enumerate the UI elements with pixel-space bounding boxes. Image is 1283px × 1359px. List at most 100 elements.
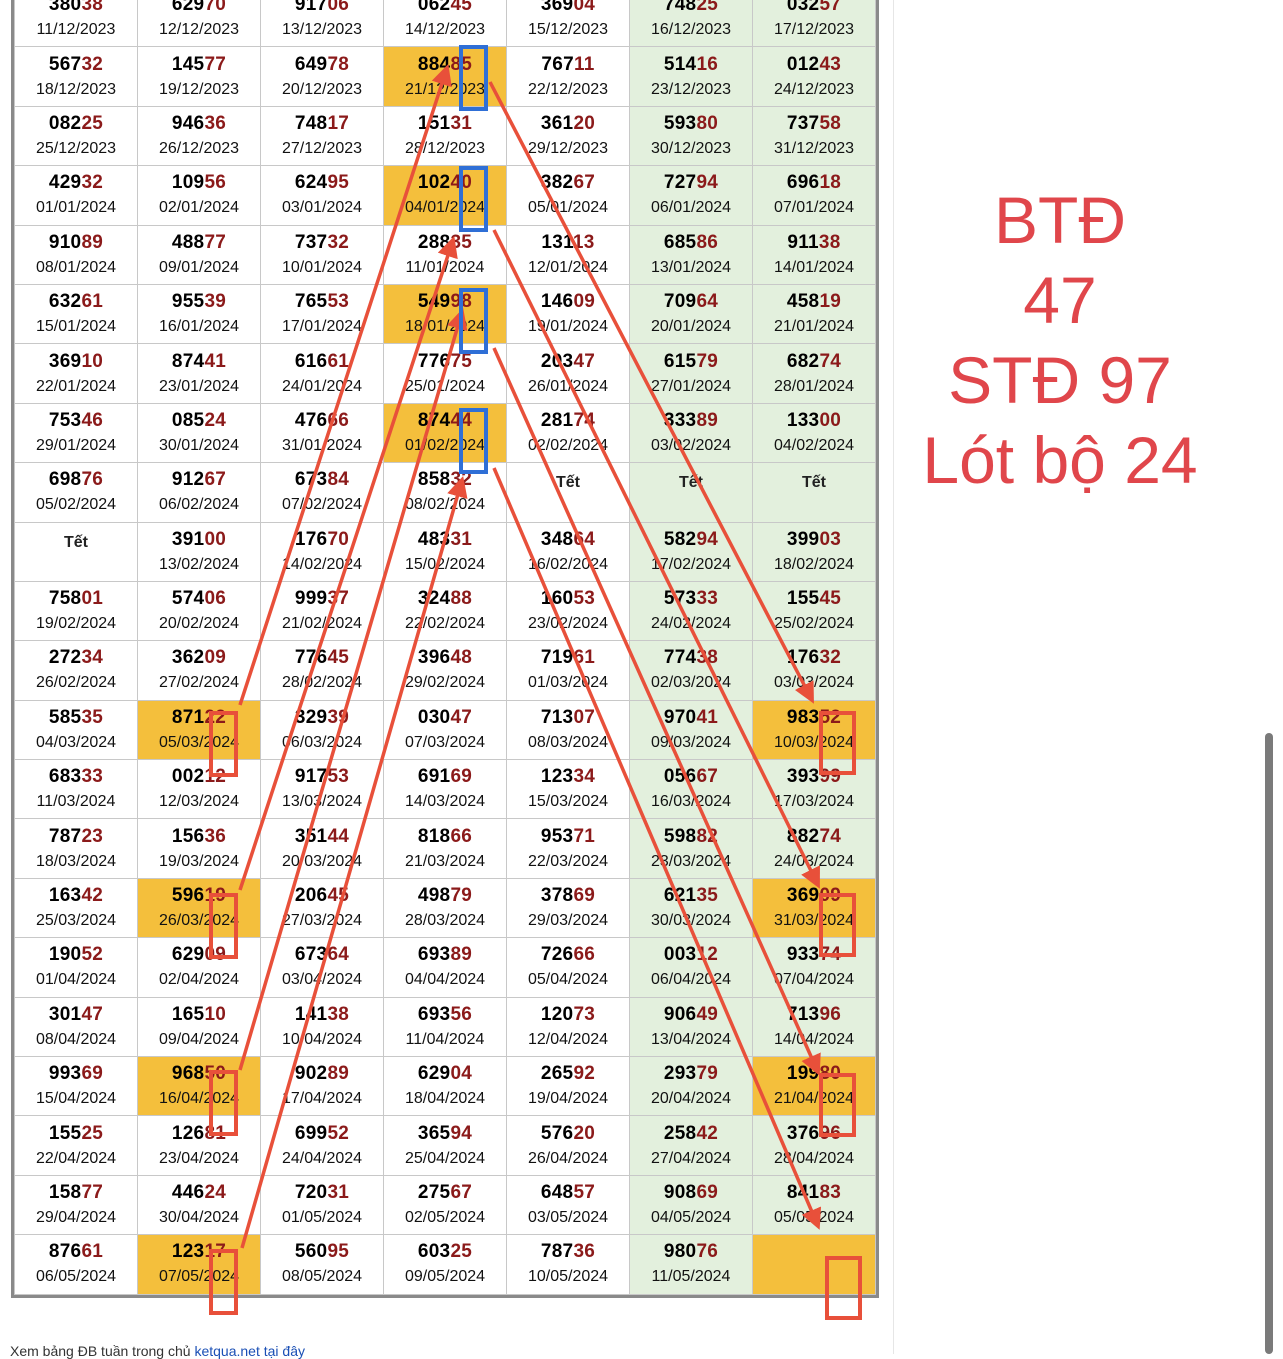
prize-head-digits: 002 bbox=[171, 766, 205, 788]
annotation-line-4: Lót bộ 24 bbox=[922, 423, 1198, 497]
prize-head-digits: 151 bbox=[417, 112, 451, 134]
prize-number: 60325 bbox=[384, 1241, 506, 1263]
prize-head-digits: 498 bbox=[417, 885, 451, 907]
prize-head-digits: 693 bbox=[417, 944, 451, 966]
prize-head-digits: 911 bbox=[787, 231, 819, 253]
prize-head-digits: 102 bbox=[417, 172, 451, 194]
prize-head-digits: 673 bbox=[294, 944, 328, 966]
prize-head-digits: 874 bbox=[171, 350, 205, 372]
prize-tail-digits: 12 bbox=[696, 944, 719, 966]
result-cell: Tết bbox=[629, 462, 753, 523]
prize-head-digits: 616 bbox=[294, 350, 328, 372]
prize-head-digits: 858 bbox=[417, 469, 451, 491]
prize-head-digits: 882 bbox=[786, 825, 820, 847]
prize-tail-digits: 67 bbox=[450, 1182, 473, 1203]
prize-tail-digits: 00 bbox=[819, 409, 842, 431]
draw-date: 24/01/2024 bbox=[281, 377, 363, 395]
prize-number: 39399 bbox=[753, 766, 875, 788]
prize-head-digits: 483 bbox=[417, 528, 451, 550]
prize-head-digits: 123 bbox=[171, 1241, 205, 1263]
draw-date: 11/01/2024 bbox=[405, 258, 485, 276]
prize-head-digits: 648 bbox=[540, 1182, 574, 1203]
draw-date: 22/01/2024 bbox=[35, 377, 117, 395]
draw-date: 04/03/2024 bbox=[35, 733, 117, 751]
draw-date: 12/04/2024 bbox=[527, 1030, 609, 1048]
prize-number: 15131 bbox=[384, 113, 506, 135]
prize-number: 49879 bbox=[384, 885, 506, 907]
draw-date: 06/04/2024 bbox=[650, 971, 732, 989]
annotation-line-3: STĐ 97 bbox=[948, 343, 1172, 417]
prize-tail-digits: 88 bbox=[450, 588, 473, 610]
draw-date: 25/01/2024 bbox=[404, 377, 486, 395]
footer-link[interactable]: ketqua.net tại đây bbox=[194, 1343, 305, 1359]
prize-tail-digits: 00 bbox=[204, 528, 227, 550]
draw-date: 07/02/2024 bbox=[281, 496, 363, 514]
prize-number: 69876 bbox=[15, 469, 137, 491]
prize-number: 28174 bbox=[507, 410, 629, 432]
prize-head-digits: 719 bbox=[540, 647, 574, 669]
prize-number: 77438 bbox=[630, 647, 752, 669]
prize-head-digits: 362 bbox=[171, 647, 205, 669]
prize-tail-digits: 74 bbox=[819, 825, 842, 847]
prize-head-digits: 596 bbox=[171, 885, 205, 907]
prize-head-digits: 632 bbox=[48, 291, 82, 313]
footer-text: Xem bảng ĐB tuần trong chủ bbox=[10, 1343, 195, 1359]
draw-date: 12/12/2023 bbox=[158, 21, 240, 39]
draw-date: 02/02/2024 bbox=[527, 436, 609, 454]
draw-date: 23/04/2024 bbox=[158, 1149, 240, 1167]
prize-tail-digits: 95 bbox=[327, 1241, 350, 1263]
prize-tail-digits: 56 bbox=[450, 1003, 473, 1025]
result-cell: 00312 06/04/2024 bbox=[629, 937, 753, 998]
draw-date: 27/03/2024 bbox=[281, 912, 363, 930]
prize-head-digits: 910 bbox=[48, 231, 82, 253]
prize-number: 56095 bbox=[261, 1241, 383, 1263]
draw-date: 29/04/2024 bbox=[35, 1209, 117, 1226]
prize-number: 61579 bbox=[630, 351, 752, 373]
prize-head-digits: 012 bbox=[786, 53, 820, 75]
prize-tail-digits: 69 bbox=[696, 1182, 719, 1203]
draw-date: 30/04/2024 bbox=[158, 1209, 240, 1226]
prize-head-digits: 293 bbox=[663, 1063, 697, 1085]
draw-date: 01/05/2024 bbox=[281, 1209, 363, 1226]
prize-tail-digits: 92 bbox=[573, 1063, 596, 1085]
prize-head-digits: 265 bbox=[540, 1063, 574, 1085]
prize-tail-digits: 47 bbox=[573, 350, 596, 372]
prize-number: 85832 bbox=[384, 469, 506, 491]
draw-date: 09/01/2024 bbox=[158, 258, 240, 276]
prize-head-digits: 917 bbox=[294, 766, 328, 788]
prize-tail-digits: 66 bbox=[573, 944, 596, 966]
prize-head-digits: 603 bbox=[417, 1241, 451, 1263]
prize-head-digits: 062 bbox=[417, 0, 451, 16]
prize-tail-digits: 57 bbox=[819, 0, 842, 16]
scrollbar-thumb[interactable] bbox=[1265, 733, 1273, 1354]
prize-number: 00312 bbox=[630, 944, 752, 966]
prize-head-digits: 272 bbox=[48, 647, 82, 669]
draw-date: 16/03/2024 bbox=[650, 793, 732, 811]
prize-number: 14609 bbox=[507, 291, 629, 313]
prize-tail-digits: 32 bbox=[81, 172, 104, 194]
draw-date: 15/01/2024 bbox=[35, 318, 117, 336]
draw-date: 13/04/2024 bbox=[650, 1030, 732, 1048]
prize-tail-digits: 74 bbox=[573, 409, 596, 431]
draw-date: 26/04/2024 bbox=[527, 1149, 609, 1167]
prize-tail-digits: 25 bbox=[696, 0, 719, 16]
prize-head-digits: 146 bbox=[540, 291, 574, 313]
draw-date: 01/01/2024 bbox=[35, 199, 117, 217]
prize-tail-digits: 61 bbox=[573, 647, 596, 669]
